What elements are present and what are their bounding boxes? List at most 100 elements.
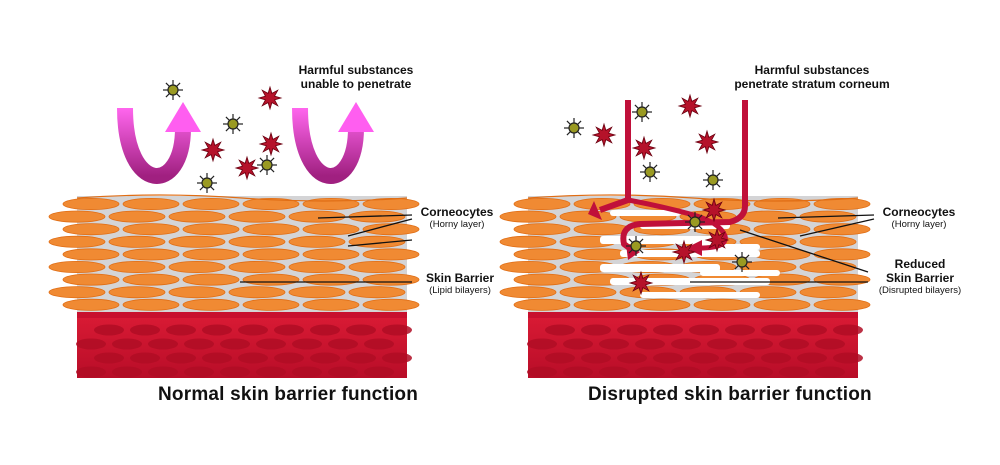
corneocyte-cell xyxy=(62,248,120,261)
normal-barrier-label: Skin Barrier (Lipid bilayers) xyxy=(425,271,495,296)
normal-caption: Normal skin barrier function xyxy=(158,384,419,405)
normal-top-note: Harmful substances unable to penetrate xyxy=(298,63,414,91)
irritant-red-icon xyxy=(257,85,283,111)
dermis-cell xyxy=(581,324,611,336)
irritant-red-icon xyxy=(200,137,226,163)
corneocyte-cell xyxy=(108,260,166,273)
corneocyte-cell xyxy=(753,223,811,236)
corneocyte-cell xyxy=(499,210,557,223)
dermis-cell xyxy=(527,338,557,350)
corneocyte-cell xyxy=(513,197,571,210)
dermis-cell xyxy=(563,338,593,350)
corneocyte-cell xyxy=(813,197,871,210)
dermis-cell xyxy=(328,366,358,378)
dermis-cell xyxy=(581,352,611,364)
dermis-cell xyxy=(76,338,106,350)
penetration-arrow-head xyxy=(686,240,702,256)
dermis-cell xyxy=(689,324,719,336)
allergen-olive-icon xyxy=(564,118,584,138)
corneocyte-cell xyxy=(693,298,751,311)
corneocyte-cell xyxy=(559,286,617,299)
corneocyte-cell xyxy=(362,248,420,261)
corneocyte-cell xyxy=(48,210,106,223)
corneocyte-cell xyxy=(62,298,120,311)
disrupted-caption: Disrupted skin barrier function xyxy=(588,384,872,405)
leader-lines xyxy=(240,214,875,283)
allergen-olive-icon xyxy=(640,162,660,182)
barrier-gap xyxy=(640,292,760,298)
dermis-cell xyxy=(328,338,358,350)
normal-skin-panel xyxy=(48,80,420,378)
allergen-olive-icon xyxy=(163,80,183,100)
dermis-cell xyxy=(635,338,665,350)
corneocyte-cell xyxy=(799,235,857,248)
irritant-red-icon xyxy=(628,270,654,296)
corneocyte-cell xyxy=(242,298,300,311)
disrupted-top-note: Harmful substances penetrate stratum cor… xyxy=(734,63,890,91)
dermis-cell xyxy=(779,366,809,378)
corneocyte-cell xyxy=(228,286,286,299)
corneocyte-cell xyxy=(228,235,286,248)
dermis-cell xyxy=(202,324,232,336)
corneocyte-cell xyxy=(799,260,857,273)
corneocyte-cell xyxy=(302,223,360,236)
dermis-cell xyxy=(130,324,160,336)
barrier-gap xyxy=(600,264,720,272)
dermis-cell xyxy=(743,366,773,378)
dermis-cell xyxy=(617,352,647,364)
disrupted-corneocytes-label: Corneocytes (Horny layer) xyxy=(882,205,956,230)
normal-corneocytes-label: Corneocytes (Horny layer) xyxy=(420,205,494,230)
corneocyte-cell xyxy=(302,273,360,286)
dermis-cell xyxy=(184,366,214,378)
dermis-cell xyxy=(653,352,683,364)
corneocyte-cell xyxy=(813,273,871,286)
corneocyte-cell xyxy=(348,286,406,299)
corneocyte-cell xyxy=(168,210,226,223)
dermis-cell xyxy=(761,324,791,336)
corneocyte-cell xyxy=(573,298,631,311)
dermis-cell xyxy=(707,366,737,378)
dermis-cell xyxy=(761,352,791,364)
allergen-olive-icon xyxy=(223,114,243,134)
dermis-cell xyxy=(545,352,575,364)
surface-edge xyxy=(76,194,408,202)
allergen-olive-icon xyxy=(685,212,705,232)
corneocyte-cell xyxy=(182,197,240,210)
dermis-cell xyxy=(310,352,340,364)
corneocyte-cell xyxy=(122,298,180,311)
dermis-cell xyxy=(779,338,809,350)
corneocyte-cell xyxy=(288,210,346,223)
corneocyte-cell xyxy=(288,260,346,273)
dermis-cell xyxy=(238,352,268,364)
corneocyte-cell xyxy=(242,248,300,261)
dermis-cell xyxy=(671,338,701,350)
corneocyte-cell xyxy=(62,197,120,210)
dermis-cell xyxy=(220,366,250,378)
dermis-cell xyxy=(166,324,196,336)
irritant-red-icon xyxy=(591,122,617,148)
dermis-cell xyxy=(382,324,412,336)
irritant-red-icon xyxy=(258,131,284,157)
corneocyte-cell xyxy=(362,298,420,311)
dermis-cell xyxy=(202,352,232,364)
corneocyte-cell xyxy=(122,248,180,261)
corneocyte-cell xyxy=(48,260,106,273)
irritant-red-icon xyxy=(701,197,727,223)
dermis-cell xyxy=(256,366,286,378)
corneocyte-cell xyxy=(168,286,226,299)
dermis-cell xyxy=(707,338,737,350)
dermis-cell xyxy=(112,338,142,350)
corneocyte-cell xyxy=(48,286,106,299)
leader-line xyxy=(347,218,413,237)
bounce-arrow-head xyxy=(165,102,201,132)
dermis-cell xyxy=(274,352,304,364)
corneocyte-cell xyxy=(499,286,557,299)
dermis-cell xyxy=(815,338,845,350)
corneocyte-cell xyxy=(513,248,571,261)
corneocyte-cell xyxy=(228,260,286,273)
dermis-cell xyxy=(148,366,178,378)
corneocyte-cell xyxy=(513,223,571,236)
corneocyte-cell xyxy=(168,260,226,273)
barrier-gap xyxy=(600,236,720,244)
dermis-cell xyxy=(364,338,394,350)
